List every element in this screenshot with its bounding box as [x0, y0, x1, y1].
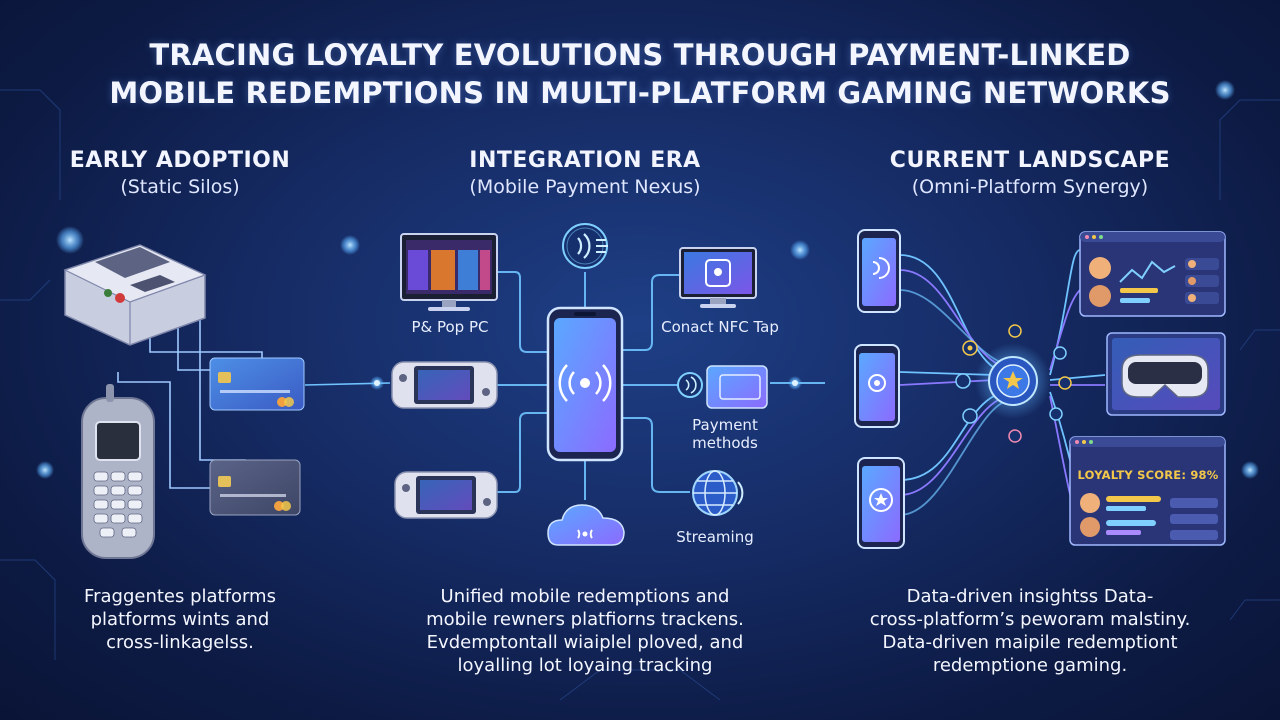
phone-icon-bottom [857, 457, 905, 549]
integration-era-heading: INTEGRATION ERA [469, 148, 701, 173]
current-desc-line-3: Data-driven maipile redemptiont [882, 632, 1178, 653]
current-landscape-heading: CURRENT LANDSCAPE [889, 148, 1171, 173]
cloud-icon [547, 504, 625, 546]
title-line-1: TRACING LOYALTY EVOLUTIONS THROUGH PAYME… [149, 38, 1131, 72]
integration-desc-line-4: loyalling lot loyaing tracking [457, 655, 713, 676]
early-desc-line-1: Fraggentes platforms [84, 586, 276, 607]
feature-phone-icon [81, 384, 155, 559]
integration-desc-line-2: mobile rewners platfiorns trackens. [426, 609, 744, 630]
nfc-tap-monitor-icon [679, 247, 757, 308]
nfc-signal-icon [562, 223, 608, 269]
main-title: TRACING LOYALTY EVOLUTIONS THROUGH PAYME… [0, 36, 1280, 112]
credit-card-icon-gray [209, 459, 301, 516]
integration-connection-lines [497, 271, 825, 500]
integration-desc-line-3: Evdemptontall wiaiplel ploved, and [426, 632, 744, 653]
credit-card-icon-blue [209, 357, 305, 411]
early-desc-line-2: platforms wints and [90, 609, 270, 630]
pc-monitor-icon [400, 233, 498, 311]
payment-methods-label: Payment methods [670, 416, 780, 452]
payment-methods-line-2: methods [692, 434, 758, 452]
current-desc-line-1: Data-driven insightss Data- [906, 586, 1154, 607]
vr-headset-icon [1106, 332, 1226, 416]
current-desc-line-2: cross-platform’s peworam malstiny. [869, 609, 1191, 630]
nfc-tap-label: Conact NFC Tap [661, 318, 779, 336]
early-adoption-subheading: (Static Silos) [120, 176, 240, 198]
central-smartphone-icon [546, 306, 624, 462]
current-desc-line-4: redemptione gaming. [932, 655, 1128, 676]
payment-wallet-icon [677, 365, 768, 409]
current-landscape-subheading: (Omni-Platform Synergy) [911, 176, 1149, 198]
streaming-globe-icon [692, 470, 744, 516]
early-adoption-heading: EARLY ADOPTION [69, 148, 291, 173]
integration-desc-line-1: Unified mobile redemptions and [440, 586, 730, 607]
integration-era-description: Unified mobile redemptions and mobile re… [395, 585, 775, 677]
current-landscape-description: Data-driven insightss Data- cross-platfo… [845, 585, 1215, 677]
network-node-icons [955, 324, 1072, 443]
handheld-console-icon-bottom [394, 471, 498, 519]
handheld-console-icon-top [391, 361, 498, 409]
phone-icon-middle [854, 344, 900, 428]
payment-methods-line-1: Payment [692, 416, 758, 434]
loyalty-hub-icon [975, 343, 1051, 419]
title-line-2: MOBILE REDEMPTIONS IN MULTI-PLATFORM GAM… [109, 76, 1171, 110]
integration-era-subheading: (Mobile Payment Nexus) [469, 176, 701, 198]
loyalty-score-label: LOYALTY SCORE: 98% [1077, 468, 1219, 482]
early-adoption-description: Fraggentes platforms platforms wints and… [40, 585, 320, 654]
early-desc-line-3: cross-linkagelss. [106, 632, 254, 653]
pc-label: P& Pop PC [411, 318, 489, 336]
streaming-label: Streaming [676, 528, 754, 546]
phone-icon-top [857, 229, 901, 313]
loyalty-score-panel [1069, 436, 1226, 546]
analytics-dashboard-icon [1079, 231, 1226, 317]
retro-console-icon [63, 244, 207, 346]
